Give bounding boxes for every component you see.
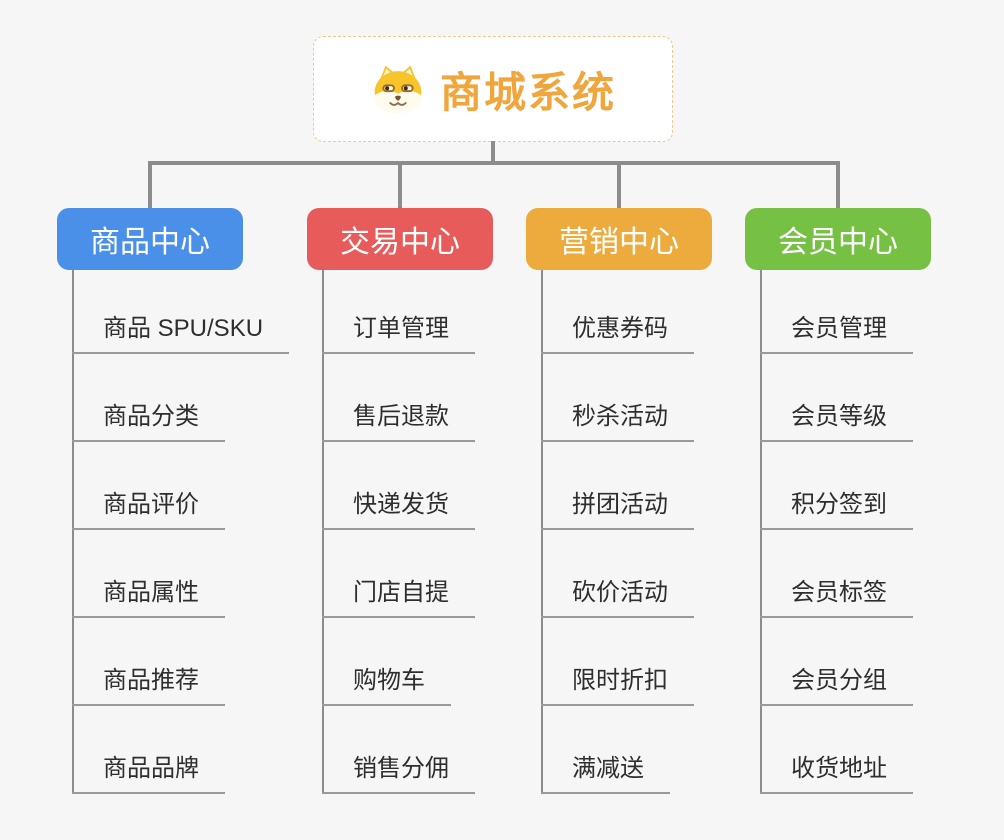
branch-list-trade: 订单管理 售后退款 快递发货 门店自提 购物车 销售分佣 [307, 270, 547, 794]
branch-list-marketing: 优惠券码 秒杀活动 拼团活动 砍价活动 限时折扣 满减送 [526, 270, 766, 794]
leaf-node[interactable]: 商品评价 [72, 442, 225, 530]
leaf-node[interactable]: 商品属性 [72, 530, 225, 618]
leaf-node[interactable]: 快递发货 [322, 442, 475, 530]
root-node[interactable]: 商城系统 [313, 36, 673, 142]
leaf-node[interactable]: 会员等级 [760, 354, 913, 442]
leaf-node[interactable]: 商品 SPU/SKU [72, 270, 290, 354]
leaf-node[interactable]: 满减送 [541, 706, 670, 794]
connector-bus [148, 161, 840, 165]
leaf-node[interactable]: 售后退款 [322, 354, 475, 442]
leaf-node[interactable]: 优惠券码 [541, 270, 694, 354]
connector-drop-members [836, 163, 840, 208]
branch-node-marketing[interactable]: 营销中心 [526, 208, 712, 270]
leaf-node[interactable]: 会员管理 [760, 270, 913, 354]
leaf-node[interactable]: 商品推荐 [72, 618, 225, 706]
branch-list-members: 会员管理 会员等级 积分签到 会员标签 会员分组 收货地址 [745, 270, 985, 794]
connector-drop-products [148, 163, 152, 208]
leaf-node[interactable]: 秒杀活动 [541, 354, 694, 442]
leaf-node[interactable]: 收货地址 [760, 706, 913, 794]
root-title: 商城系统 [439, 68, 616, 116]
leaf-node[interactable]: 砍价活动 [541, 530, 694, 618]
dog-face-icon [374, 65, 422, 114]
branch-list-products: 商品 SPU/SKU 商品分类 商品评价 商品属性 商品推荐 商品品牌 [57, 270, 297, 794]
leaf-node[interactable]: 限时折扣 [541, 618, 694, 706]
leaf-node[interactable]: 门店自提 [322, 530, 475, 618]
branch-node-trade[interactable]: 交易中心 [307, 208, 493, 270]
leaf-node[interactable]: 商品品牌 [72, 706, 225, 794]
leaf-node[interactable]: 会员分组 [760, 618, 913, 706]
leaf-node[interactable]: 拼团活动 [541, 442, 694, 530]
connector-drop-trade [398, 163, 402, 208]
leaf-node[interactable]: 订单管理 [322, 270, 475, 354]
branch-node-members[interactable]: 会员中心 [745, 208, 931, 270]
leaf-node[interactable]: 积分签到 [760, 442, 913, 530]
leaf-node[interactable]: 商品分类 [72, 354, 225, 442]
leaf-node[interactable]: 购物车 [322, 618, 451, 706]
branch-node-products[interactable]: 商品中心 [57, 208, 243, 270]
leaf-node[interactable]: 会员标签 [760, 530, 913, 618]
leaf-node[interactable]: 销售分佣 [322, 706, 475, 794]
connector-drop-marketing [617, 163, 621, 208]
connector-root-stem [491, 141, 495, 163]
